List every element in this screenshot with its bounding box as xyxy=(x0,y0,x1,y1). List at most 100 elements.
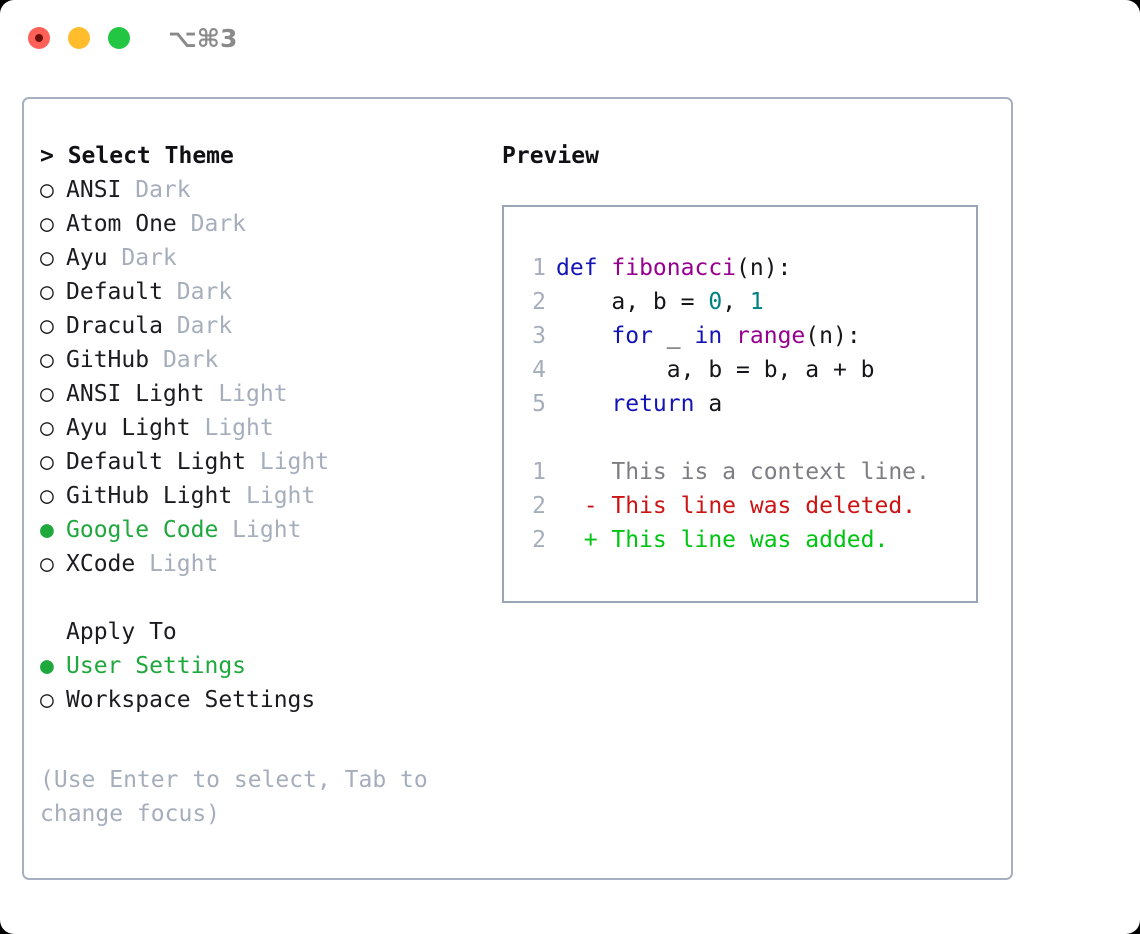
theme-list-item[interactable]: ○ GitHub Light Light xyxy=(40,479,470,513)
theme-list-item[interactable]: ○ XCode Light xyxy=(40,547,470,581)
theme-list-item[interactable]: ○ Ayu Dark xyxy=(40,241,470,275)
title-bar: ⌥⌘3 xyxy=(0,0,1140,78)
theme-name: Ayu xyxy=(66,245,108,271)
radio-unselected-icon: ○ xyxy=(40,279,54,305)
line-number: 2 xyxy=(532,527,546,553)
code-preview-box: 1 def fibonacci(n): 2 a, b = 0, 1 3 for _ i… xyxy=(502,205,978,603)
theme-variant-tag: Light xyxy=(232,483,316,509)
diff-text: This is a context line. xyxy=(556,459,930,485)
diff-line: 2 + This line was added. xyxy=(504,523,976,557)
theme-name: Default xyxy=(66,279,163,305)
theme-variant-tag: Dark xyxy=(176,211,247,237)
radio-selected-icon: ● xyxy=(40,517,54,543)
line-number: 3 xyxy=(532,323,546,349)
theme-name: Default Light xyxy=(66,449,247,475)
code-line: 1 def fibonacci(n): xyxy=(504,251,976,285)
radio-unselected-icon: ○ xyxy=(40,245,54,271)
code-spacer xyxy=(504,421,976,455)
window-title: ⌥⌘3 xyxy=(168,24,238,53)
theme-name: GitHub Light xyxy=(66,483,233,509)
theme-variant-tag: Light xyxy=(204,381,288,407)
apply-to-label: Apply To xyxy=(66,619,177,645)
line-number: 2 xyxy=(532,289,546,315)
radio-unselected-icon: ○ xyxy=(40,483,54,509)
line-number: 1 xyxy=(532,255,546,281)
code-token: , xyxy=(722,289,750,315)
radio-unselected-icon: ○ xyxy=(40,687,54,713)
radio-selected-icon: ● xyxy=(40,653,54,679)
content-panel: > Select Theme ○ANSI Dark○Atom One Dark○… xyxy=(22,97,1013,880)
theme-variant-tag: Dark xyxy=(121,177,191,203)
theme-list-item[interactable]: ○Default Dark xyxy=(40,275,470,309)
theme-variant-tag: Light xyxy=(246,449,330,475)
radio-unselected-icon: ○ xyxy=(40,415,54,441)
keyboard-hint: (Use Enter to select, Tab to change focu… xyxy=(40,767,442,827)
theme-list-item[interactable]: ○Dracula Dark xyxy=(40,309,470,343)
theme-name: Dracula xyxy=(66,313,163,339)
theme-name: ANSI xyxy=(66,177,122,203)
code-token: 0 xyxy=(708,289,723,315)
apply-to-list[interactable]: ● User Settings ○ Workspace Settings xyxy=(40,649,470,717)
code-token xyxy=(556,391,611,417)
theme-list-item[interactable]: ●Google Code Light xyxy=(40,513,470,547)
theme-variant-tag: Dark xyxy=(162,313,233,339)
code-token: 1 xyxy=(749,289,764,315)
theme-list[interactable]: ○ ANSI Dark ○ Atom One Dark ○ Ayu Dark ○ Defaul… xyxy=(40,173,470,581)
code-token: _ xyxy=(652,323,695,349)
code-token: (n): xyxy=(736,255,792,281)
theme-selector-column: > Select Theme ○ANSI Dark○Atom One Dark○… xyxy=(40,139,470,831)
radio-unselected-icon: ○ xyxy=(40,347,54,373)
theme-list-item[interactable]: ○Ayu Light Light xyxy=(40,411,470,445)
code-token: a, b = xyxy=(556,289,709,315)
code-token: a, b = b, a + b xyxy=(556,357,875,383)
theme-list-item[interactable]: ○ Atom One Dark xyxy=(40,207,470,241)
preview-title: Preview xyxy=(502,143,599,169)
code-line: 2 a, b = 0, 1 xyxy=(504,285,976,319)
apply-to-item[interactable]: ● User Settings xyxy=(40,649,470,683)
theme-variant-tag: Light xyxy=(190,415,274,441)
radio-unselected-icon: ○ xyxy=(40,449,54,475)
theme-list-item[interactable]: ○GitHub Dark xyxy=(40,343,470,377)
theme-list-item[interactable]: ○ANSI Light Light xyxy=(40,377,470,411)
code-token: in xyxy=(694,323,723,349)
line-number: 1 xyxy=(532,459,546,485)
code-token: fibonacci xyxy=(611,255,737,281)
maximize-button[interactable] xyxy=(108,27,130,49)
radio-unselected-icon: ○ xyxy=(40,211,54,237)
radio-unselected-icon: ○ xyxy=(40,177,54,203)
line-number: 5 xyxy=(532,391,546,417)
diff-sample: 1 This is a context line. 2 - This line w… xyxy=(504,455,976,557)
theme-name: Atom One xyxy=(66,211,177,237)
select-theme-header: > Select Theme xyxy=(40,143,234,169)
theme-variant-tag: Dark xyxy=(107,245,177,271)
theme-list-item[interactable]: ○ ANSI Dark xyxy=(40,173,470,207)
apply-to-section: Apply To ● User Settings ○ Workspace Settin… xyxy=(40,615,470,717)
apply-to-name: Workspace Settings xyxy=(66,687,316,713)
apply-to-name: User Settings xyxy=(66,653,247,679)
code-token: a xyxy=(694,391,723,417)
close-button[interactable] xyxy=(28,27,50,49)
radio-unselected-icon: ○ xyxy=(40,551,54,577)
diff-line: 2 - This line was deleted. xyxy=(504,489,976,523)
code-token: return xyxy=(611,391,695,417)
theme-variant-tag: Light xyxy=(135,551,219,577)
theme-name: XCode xyxy=(66,551,136,577)
code-line: 5 return a xyxy=(504,387,976,421)
theme-list-item[interactable]: ○ Default Light Light xyxy=(40,445,470,479)
code-token: for xyxy=(611,323,653,349)
preview-column: Preview 1 def fibonacci(n): 2 a, b = 0, 1 3… xyxy=(502,139,992,603)
code-token xyxy=(722,323,736,349)
diff-text: - This line was deleted. xyxy=(556,493,917,519)
minimize-button[interactable] xyxy=(68,27,90,49)
code-line: 4 a, b = b, a + b xyxy=(504,353,976,387)
theme-name: ANSI Light xyxy=(66,381,205,407)
apply-to-header: Apply To xyxy=(40,615,470,649)
theme-name: GitHub xyxy=(66,347,150,373)
apply-to-indent xyxy=(40,615,66,649)
code-token: def xyxy=(556,255,612,281)
code-token: range xyxy=(736,323,806,349)
diff-text: + This line was added. xyxy=(556,527,889,553)
line-number: 4 xyxy=(532,357,546,383)
apply-to-item[interactable]: ○ Workspace Settings xyxy=(40,683,470,717)
